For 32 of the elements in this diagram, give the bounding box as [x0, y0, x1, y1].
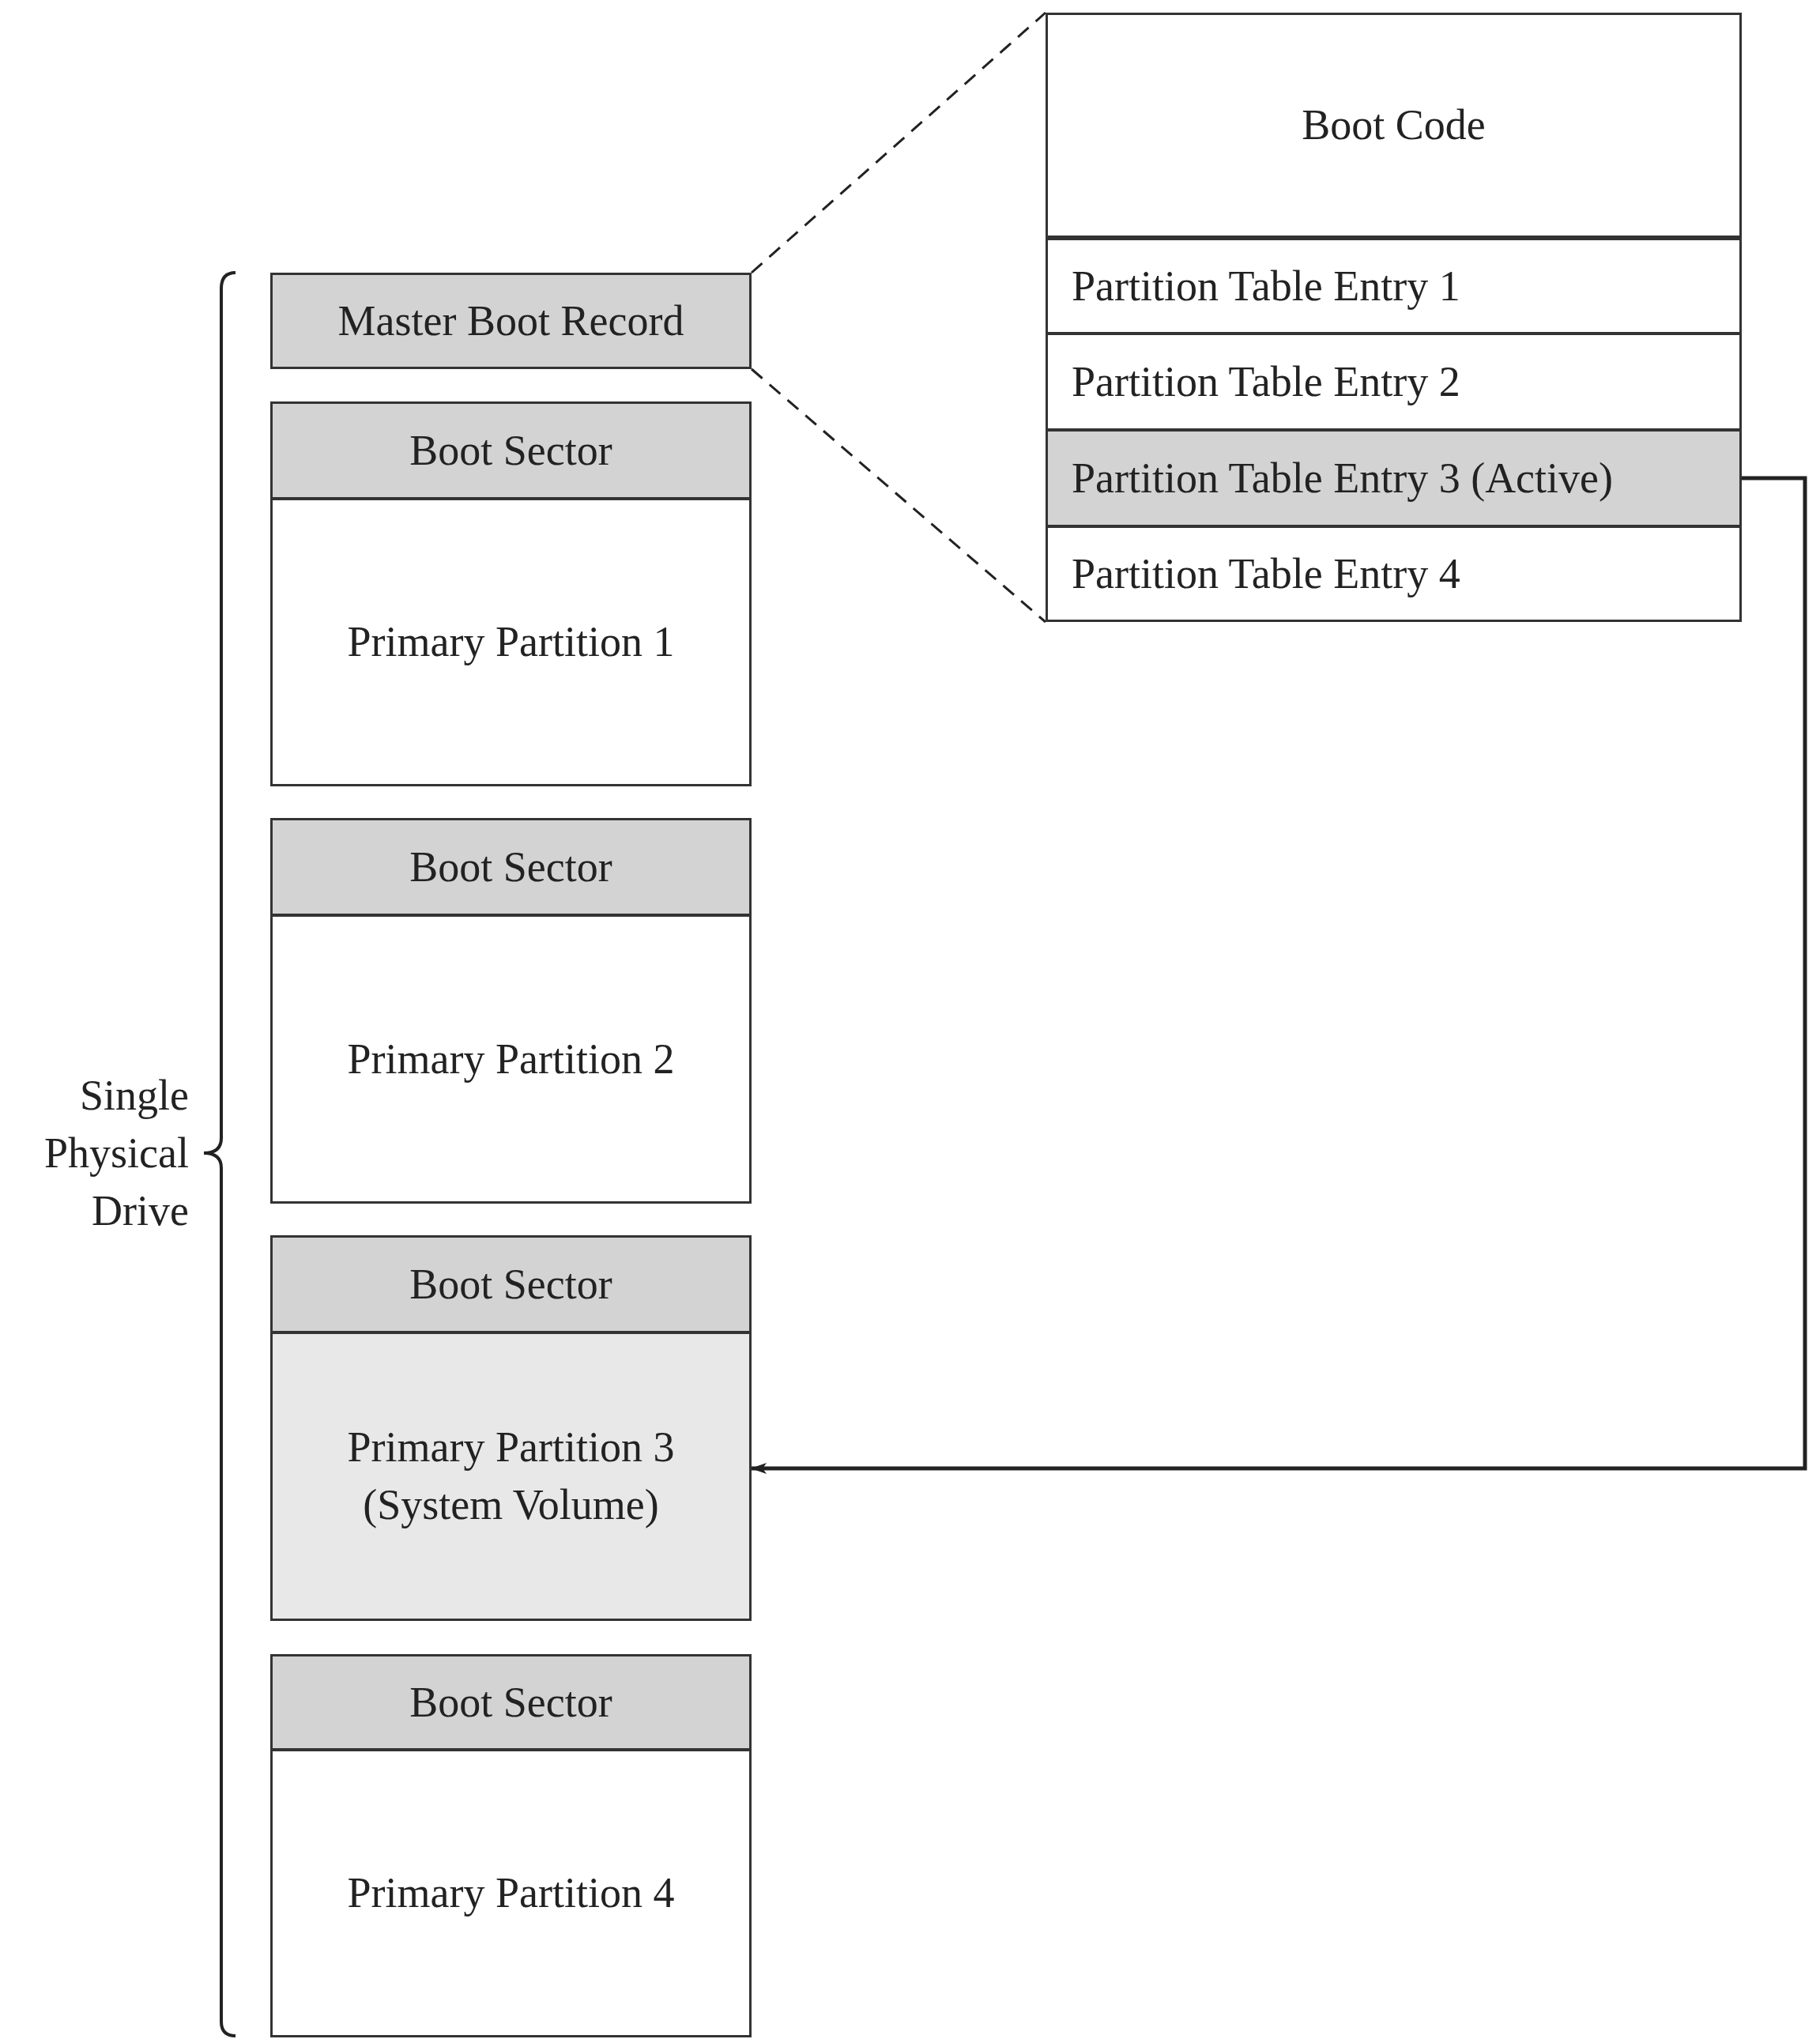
block-label: Primary Partition 4 — [347, 1868, 675, 1919]
block-label: Boot Sector — [409, 425, 612, 476]
partition-entry-row — [1046, 333, 1742, 431]
block-label: Partition Table Entry 3 (Active) — [1072, 453, 1614, 503]
partition-block — [270, 498, 752, 786]
drive-label: Single Physical Drive — [43, 1071, 189, 1236]
block-label: Partition Table Entry 4 — [1072, 548, 1460, 599]
boot-sector-block — [270, 818, 752, 916]
block-label: Master Boot Record — [337, 296, 684, 346]
boot-record-block — [270, 273, 752, 369]
boot-sector-block — [270, 1654, 752, 1751]
partition-entry-row — [1046, 526, 1742, 622]
dashed-line — [751, 367, 1046, 624]
partition-block — [270, 1332, 752, 1621]
block-label: Partition Table Entry 2 — [1072, 356, 1460, 407]
block-label: Boot Sector — [409, 1259, 612, 1310]
block-label: Primary Partition 1 — [347, 617, 675, 668]
block-label: Boot Sector — [409, 842, 612, 892]
block-label: Primary Partition 3 (System Volume) — [346, 1423, 676, 1530]
partition-block — [270, 914, 752, 1204]
arrow — [751, 476, 1807, 1474]
block-label: Boot Sector — [409, 1677, 612, 1728]
block-label: Boot Code — [1302, 100, 1486, 151]
boot-code-block — [1046, 13, 1742, 238]
block-label: Primary Partition 2 — [347, 1034, 675, 1084]
boot-sector-block — [270, 1235, 752, 1333]
block-label: Partition Table Entry 1 — [1072, 261, 1460, 311]
partition-block — [270, 1749, 752, 2037]
partition-entry-row — [1046, 429, 1742, 527]
partition-entry-row — [1046, 238, 1742, 334]
boot-sector-block — [270, 401, 752, 499]
dashed-line — [751, 11, 1046, 274]
